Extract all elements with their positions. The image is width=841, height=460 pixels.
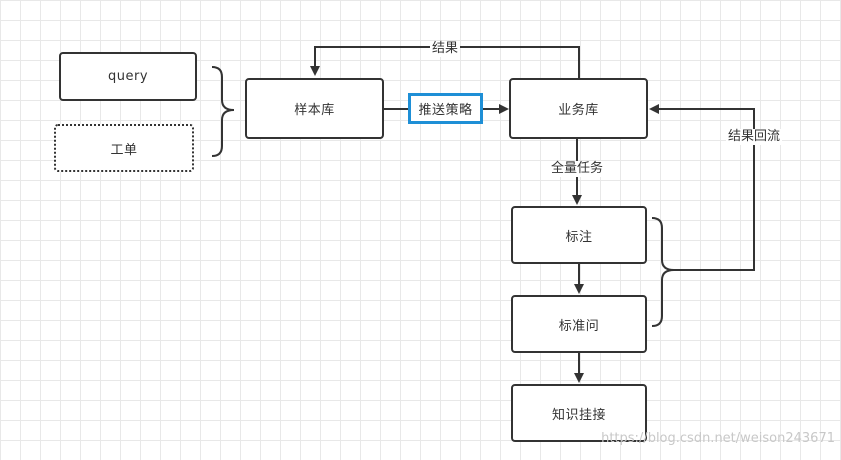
watermark-text: https://blog.csdn.net/weison243671 [601, 431, 835, 446]
node-business-lib-label: 业务库 [558, 103, 599, 118]
node-sample-lib[interactable]: 样本库 [245, 78, 384, 139]
node-standard-question-label: 标准问 [558, 318, 600, 334]
node-annotate[interactable]: 标注 [511, 206, 647, 264]
node-query-label: query [107, 69, 149, 84]
brace-inputs [211, 66, 235, 157]
node-standard-question[interactable]: 标准问 [511, 295, 647, 353]
node-push-strategy[interactable]: 推送策略 [408, 93, 483, 124]
node-ticket[interactable]: 工单 [54, 124, 194, 172]
node-knowledge-mount-label: 知识挂接 [551, 407, 606, 423]
node-knowledge-mount[interactable]: 知识挂接 [511, 384, 647, 442]
edge-result-return [649, 104, 755, 271]
edge-label-full-task: 全量任务 [549, 161, 606, 177]
node-annotate-label: 标注 [565, 229, 593, 245]
brace-tasks [651, 217, 675, 327]
node-query[interactable]: query [59, 52, 197, 101]
node-ticket-label: 工单 [110, 142, 138, 158]
node-push-strategy-label: 推送策略 [418, 103, 473, 118]
node-business-lib[interactable]: 业务库 [509, 78, 648, 139]
edge-label-result: 结果 [430, 41, 461, 57]
node-sample-lib-label: 样本库 [294, 103, 335, 118]
edge-label-result-return: 结果回流 [726, 129, 783, 145]
